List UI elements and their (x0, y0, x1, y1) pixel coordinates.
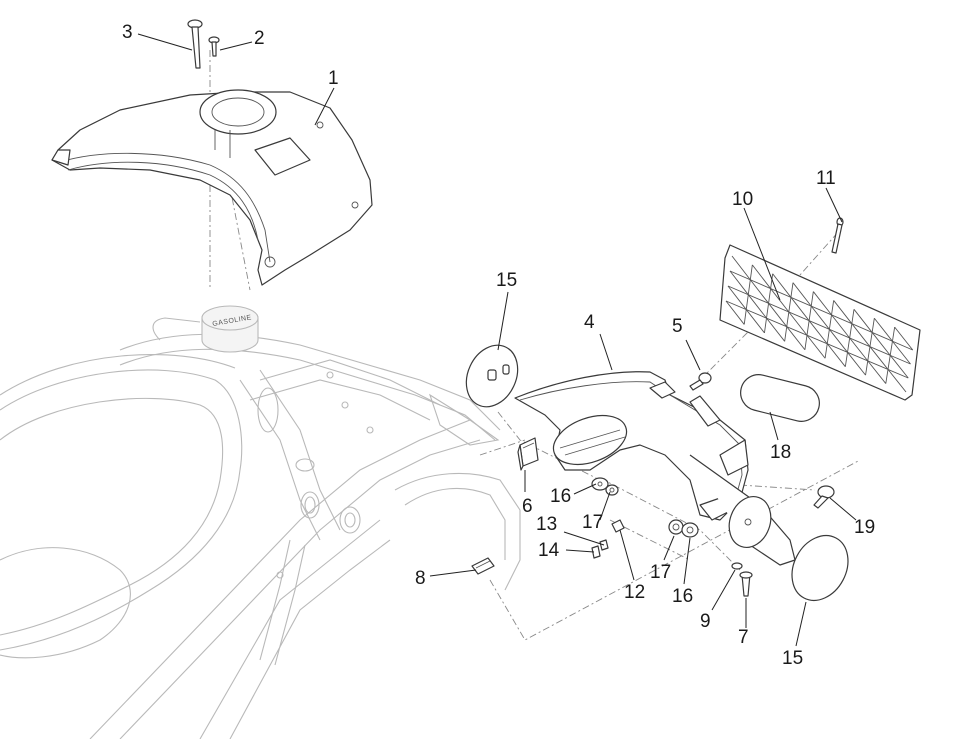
plate-grid-line (725, 300, 909, 379)
callout-9: 9 (700, 611, 711, 632)
callout-18: 18 (770, 442, 791, 463)
plate-grid-rib (833, 300, 853, 324)
plate-grid-rib (810, 305, 830, 330)
plate-grid-rib (871, 332, 891, 356)
plate-grid-rib (772, 273, 792, 298)
screw-2 (208, 36, 220, 57)
plate-grid-rib (749, 279, 769, 304)
callout-12: 12 (624, 582, 645, 603)
plate-grid-rib (812, 291, 832, 316)
callout-7: 7 (738, 627, 749, 648)
part-11-screw (831, 217, 844, 254)
part-4-plate-holder (514, 371, 796, 566)
callout-6: 6 (522, 496, 533, 517)
plate-grid-rib (829, 329, 848, 353)
callout-17-a: 17 (582, 512, 603, 533)
callout-13: 13 (536, 514, 557, 535)
plate-grid-rib (851, 323, 871, 347)
plate-grid-line (729, 270, 913, 351)
plate-grid-rib (894, 326, 914, 351)
callout-14: 14 (538, 540, 560, 561)
plate-grid-line (727, 285, 911, 365)
callout-3: 3 (122, 22, 133, 43)
callout-5: 5 (672, 316, 683, 337)
plate-grid-rib (847, 352, 866, 376)
callout-16-b: 16 (672, 586, 693, 607)
hardware (591, 477, 753, 597)
plate-grid-rib (889, 355, 909, 379)
callout-19: 19 (854, 517, 875, 538)
plate-grid-rib (806, 334, 826, 359)
callout-15-right: 15 (782, 648, 803, 669)
callout-16-a: 16 (550, 486, 571, 507)
part-1-cover (51, 89, 373, 286)
plate-grid-rib (887, 369, 907, 393)
callout-10: 10 (732, 189, 753, 210)
plate-grid-rib (770, 288, 790, 313)
callout-11: 11 (816, 168, 836, 189)
plate-grid-rib (731, 255, 751, 281)
part-15-reflector-right (791, 534, 849, 602)
callout-4: 4 (584, 312, 595, 333)
plate-grid-rib (808, 320, 828, 345)
plate-grid-rib (786, 326, 806, 351)
fuel-cap: GASOLINE (201, 305, 259, 353)
plate-grid-rib (729, 270, 749, 295)
plate-grid-rib (869, 346, 889, 370)
plate-grid-rib (853, 309, 873, 333)
part-16-washer-a (591, 477, 609, 491)
plate-grid-rib (849, 337, 869, 362)
part-19-screw (813, 485, 835, 509)
plate-grid-rib (768, 303, 788, 327)
plate-grid-rib (727, 285, 747, 310)
plate-grid-rib (831, 314, 851, 339)
plate-grid-rib (751, 264, 771, 289)
plate-grid-rib (788, 311, 808, 336)
plate-grid-rib (826, 343, 846, 367)
part-6-clip (517, 437, 539, 471)
part-17-nut-b (668, 519, 684, 535)
part-5-screw (689, 372, 712, 391)
leader-lines (137, 33, 857, 647)
plate-grid-rib (747, 294, 767, 319)
part-15-reflector-left (465, 344, 519, 408)
part-8-clip (471, 557, 495, 575)
plate-grid-rib (790, 297, 810, 321)
callout-1: 1 (328, 68, 339, 89)
part-12-clip (611, 519, 625, 533)
part-14-pin (591, 545, 601, 559)
callout-17-b: 17 (650, 562, 671, 583)
plate-grid-rib (766, 317, 786, 342)
plate-grid-rib (892, 340, 911, 365)
screw-3 (187, 19, 203, 69)
part-9-washer (731, 562, 743, 570)
callout-2: 2 (254, 28, 265, 49)
plate-grid-rib (867, 360, 887, 384)
part-17-nut-a (605, 484, 619, 496)
part-18-pad (740, 374, 820, 422)
plate-grid (725, 255, 914, 393)
callout-8: 8 (415, 568, 426, 589)
plate-grid-rib (873, 317, 893, 342)
plate-grid-rib (792, 282, 812, 307)
callout-labels: 1 2 3 4 5 6 7 8 9 10 11 12 13 14 15 15 1… (122, 22, 875, 669)
scooter-frame (0, 317, 521, 739)
plate-grid-rib (745, 309, 765, 334)
part-10-plate-bracket (719, 244, 921, 401)
plate-grid-rib (725, 300, 745, 325)
part-16-washer-b (681, 522, 699, 538)
callout-15-left: 15 (496, 270, 517, 291)
